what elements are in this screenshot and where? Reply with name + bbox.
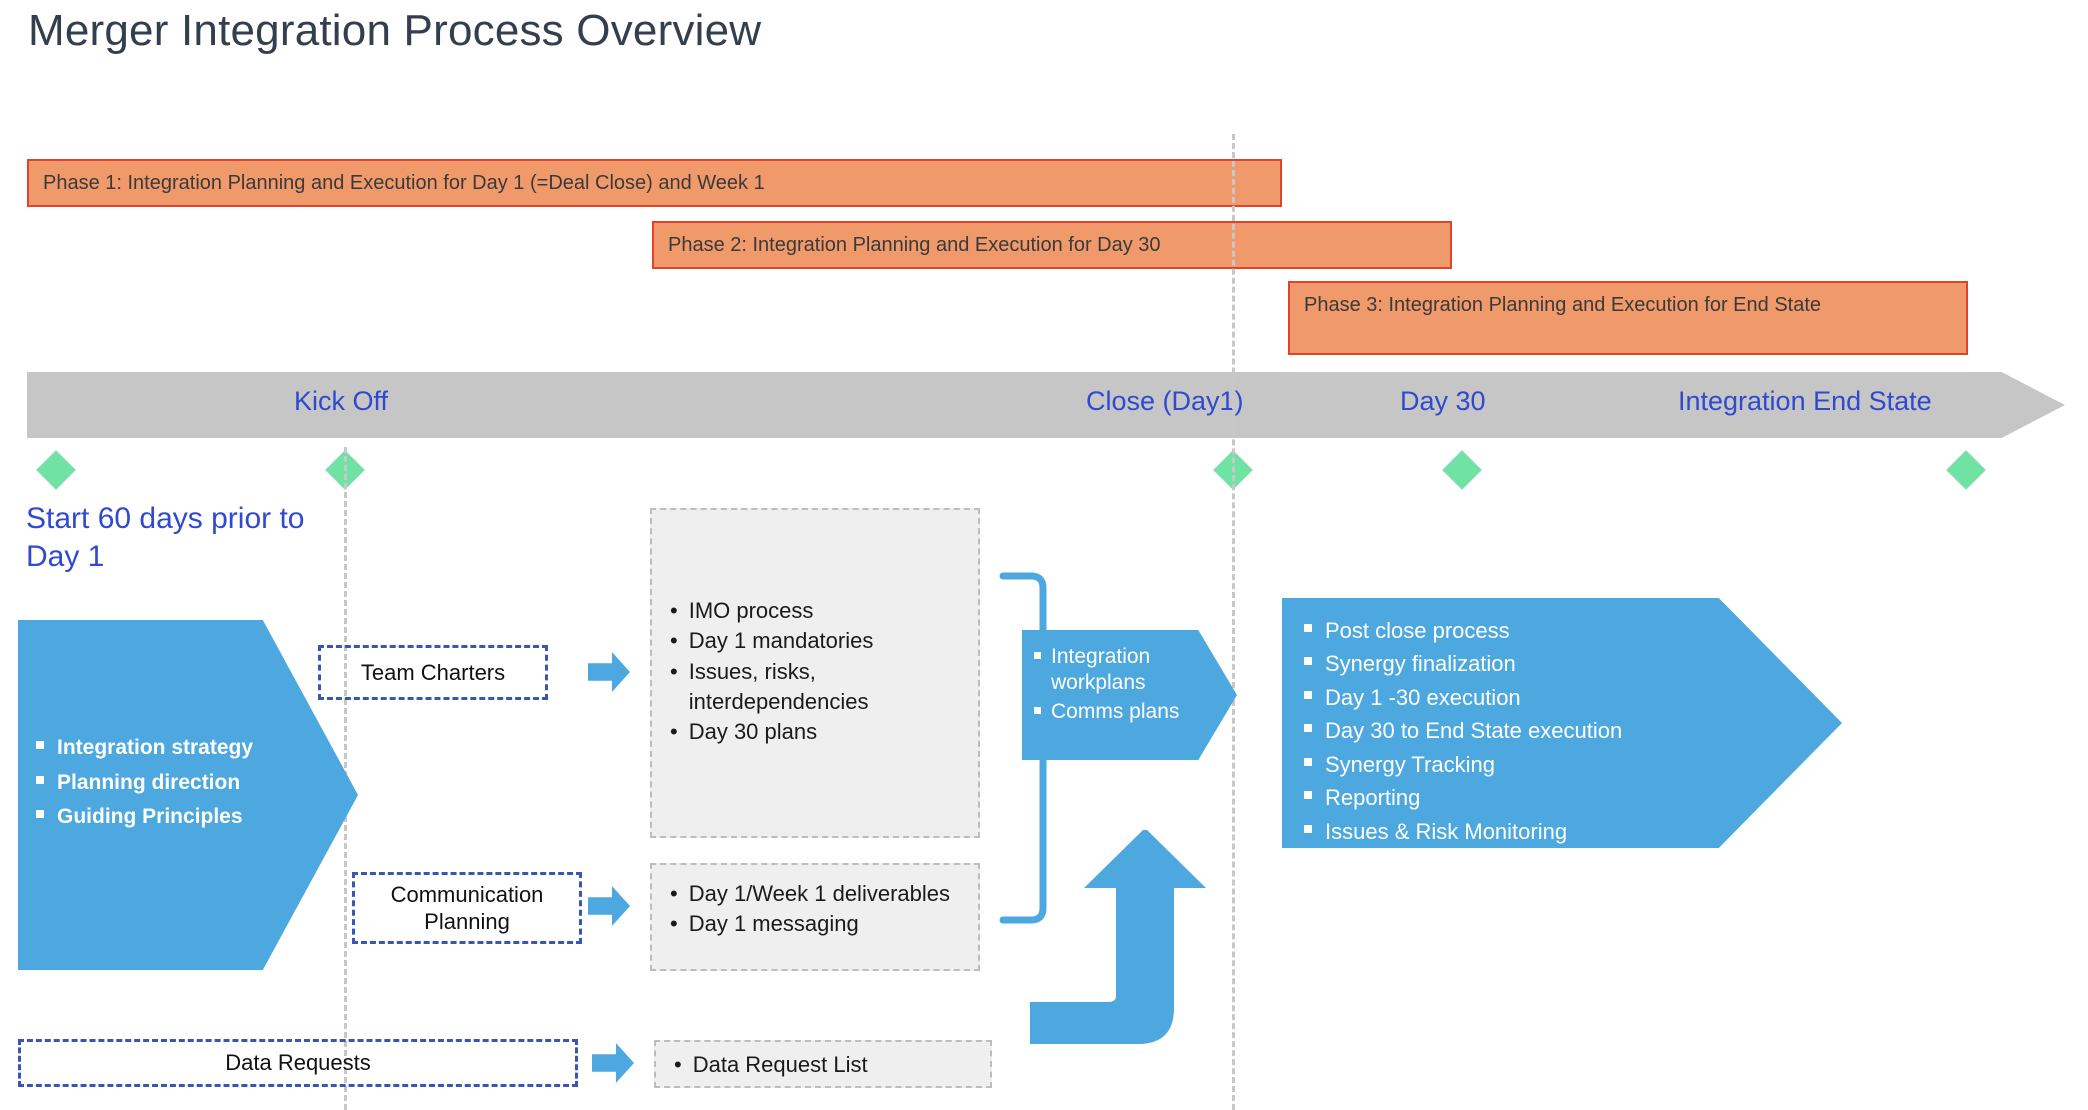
phase-2-label: Phase 2: Integration Planning and Execut… <box>668 234 1161 256</box>
list-item: •Day 1 messaging <box>670 909 960 939</box>
list-item: •Day 1/Week 1 deliverables <box>670 879 960 909</box>
list-item: Comms plans <box>1034 699 1199 725</box>
square-bullet-icon <box>1304 657 1312 666</box>
left-pentagon-inputs: Integration strategy Planning direction … <box>18 620 358 970</box>
gray-box-planning-outputs: •IMO process •Day 1 mandatories •Issues,… <box>650 508 980 838</box>
list-item: Integration strategy <box>36 732 306 765</box>
square-bullet-icon <box>36 741 44 749</box>
milestone-diamond-day-30 <box>1442 450 1482 490</box>
left-pentagon-list: Integration strategy Planning direction … <box>36 732 306 836</box>
milestone-diamond-end-state <box>1946 450 1986 490</box>
list-item: Issues & Risk Monitoring <box>1304 816 1744 847</box>
gray-box-day1-deliverables: •Day 1/Week 1 deliverables •Day 1 messag… <box>650 863 980 971</box>
bullet-icon: • <box>670 881 678 906</box>
square-bullet-icon <box>1304 757 1312 766</box>
list-item: Integration workplans <box>1034 644 1199 697</box>
timeline-label-end-state: Integration End State <box>1678 386 1932 416</box>
list-item: •Day 30 plans <box>670 717 960 747</box>
right-arrow-icon-data-requests <box>592 1043 634 1083</box>
start-note: Start 60 days prior to Day 1 <box>26 502 305 574</box>
list-item: Post close process <box>1304 615 1744 646</box>
phase-bar-2: Phase 2: Integration Planning and Execut… <box>652 221 1452 269</box>
mid-pentagon-workplans: Integration workplans Comms plans <box>1022 630 1237 760</box>
bullet-icon: • <box>670 628 678 654</box>
page-title: Merger Integration Process Overview <box>28 6 762 55</box>
box-data-requests[interactable]: Data Requests <box>18 1039 578 1087</box>
list-item: •Issues, risks, interdependencies <box>670 658 869 715</box>
square-bullet-icon <box>1034 706 1041 714</box>
bullet-icon: • <box>670 658 678 684</box>
box-communication-planning[interactable]: Communication Planning <box>352 872 582 944</box>
gray-box-data-request-list: •Data Request List <box>654 1040 992 1088</box>
square-bullet-icon <box>36 810 44 819</box>
phase-1-label: Phase 1: Integration Planning and Execut… <box>43 172 765 194</box>
bullet-icon: • <box>670 719 678 745</box>
list-item: Synergy finalization <box>1304 648 1744 679</box>
square-bullet-icon <box>1034 652 1041 659</box>
bent-up-arrow-icon <box>1030 830 1206 1044</box>
list-item: •Data Request List <box>674 1050 972 1080</box>
right-pentagon-list: Post close process Synergy finalization … <box>1304 615 1744 848</box>
timeline-label-close: Close (Day1) <box>1086 386 1244 416</box>
list-item: Reporting <box>1304 782 1744 813</box>
list-item: Day 1 -30 execution <box>1304 682 1744 713</box>
square-bullet-icon <box>36 775 44 784</box>
square-bullet-icon <box>1304 791 1312 800</box>
bullet-icon: • <box>674 1052 682 1077</box>
square-bullet-icon <box>1304 824 1312 833</box>
list-item: Day 30 to End State execution <box>1304 715 1744 746</box>
square-bullet-icon <box>1304 724 1312 733</box>
timeline-label-day-30: Day 30 <box>1400 386 1486 416</box>
list-item: Guiding Principles <box>36 801 306 834</box>
phase-3-label: Phase 3: Integration Planning and Execut… <box>1304 294 1822 316</box>
list-item: •Day 1 mandatories <box>670 626 960 656</box>
list-item: Planning direction <box>36 767 306 800</box>
list-item: •IMO process <box>670 596 960 626</box>
right-arrow-icon-team-charters <box>588 652 630 692</box>
bullet-icon: • <box>670 598 678 623</box>
bullet-icon: • <box>670 911 678 937</box>
box-team-charters[interactable]: Team Charters <box>318 645 548 700</box>
mid-pentagon-list: Integration workplans Comms plans <box>1034 644 1199 727</box>
phase-bar-1: Phase 1: Integration Planning and Execut… <box>27 159 1282 207</box>
guide-line-close <box>1232 134 1235 1110</box>
timeline-label-kick-off: Kick Off <box>294 386 389 416</box>
list-item: Synergy Tracking <box>1304 749 1744 780</box>
timeline-arrow <box>27 372 2065 438</box>
right-pentagon-execution: Post close process Synergy finalization … <box>1282 598 1842 848</box>
phase-bar-3: Phase 3: Integration Planning and Execut… <box>1288 281 1968 355</box>
milestone-diamond-start <box>36 450 76 490</box>
right-arrow-icon-communication <box>588 886 630 926</box>
square-bullet-icon <box>1304 624 1312 632</box>
square-bullet-icon <box>1304 690 1312 699</box>
